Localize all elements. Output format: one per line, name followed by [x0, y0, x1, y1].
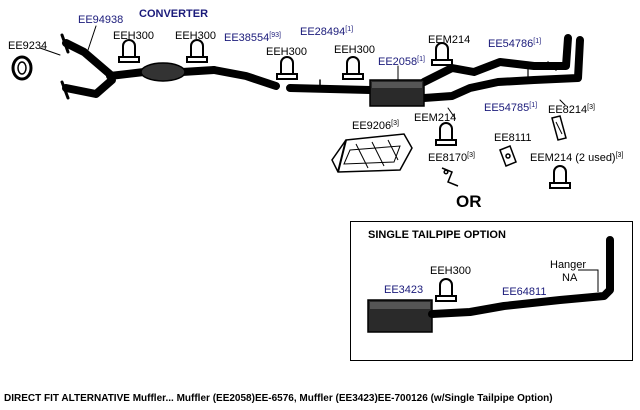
front-pipe-label: EE28494[1] — [300, 26, 354, 38]
hanger-clip-label: EE8170[3] — [428, 152, 475, 164]
caption: DIRECT FIT ALTERNATIVE Muffler... Muffle… — [4, 393, 553, 404]
pipe-from-converter — [178, 66, 218, 76]
single-tailpipe-option-box — [350, 221, 633, 361]
muffler-part — [369, 79, 425, 107]
upper-tailpipe-label: EE54786[1] — [488, 38, 542, 50]
clamp-label: EEH300 — [113, 30, 154, 42]
single-tailpipe-assembly — [367, 236, 614, 333]
hanger-label: Hanger — [550, 259, 587, 271]
pipe-to-converter — [106, 68, 148, 80]
clamp-label: EEH300 — [175, 30, 216, 42]
heat-shield-part — [331, 133, 413, 173]
clamp-icon — [342, 56, 364, 80]
lower-tailpipe-label: EE54785[1] — [484, 102, 538, 114]
clamp-parts — [118, 39, 571, 302]
y-pipe-part — [60, 33, 116, 100]
flange-gasket-part — [11, 55, 33, 81]
hanger-bracket-part — [499, 145, 517, 167]
hanger-bracket-label: EE8111 — [494, 132, 532, 144]
flange-label: EE9234 — [8, 40, 48, 52]
single-muffler-label: EE3423 — [384, 284, 424, 296]
or-separator: OR — [456, 192, 482, 211]
catalytic-converter-part — [140, 62, 186, 82]
hanger-part — [551, 115, 567, 141]
converter-label: CONVERTER — [139, 8, 209, 20]
clamp-icon — [435, 122, 457, 146]
clamp-label: EEH300 — [266, 46, 307, 58]
option-title: SINGLE TAILPIPE OPTION — [368, 229, 506, 241]
muffler-label: EE2058[1] — [378, 56, 425, 68]
clamp-label: EEM214 (2 used)[3] — [530, 152, 624, 164]
clamp-icon — [276, 56, 298, 80]
clamp-label: EEH300 — [430, 265, 471, 277]
hanger-label: EE8214[3] — [548, 104, 595, 116]
y-pipe-label: EE94938 — [78, 14, 124, 26]
intermediate-pipe-label: EE38554[93] — [224, 32, 281, 44]
upper-tailpipe-part — [420, 34, 572, 86]
clamp-label: EEH300 — [334, 44, 375, 56]
heat-shield-label: EE9206[3] — [352, 120, 399, 132]
hanger-clip-part — [441, 167, 459, 187]
clamp-label: EEM214 — [428, 34, 471, 46]
clamp-label: EEM214 — [414, 112, 457, 124]
front-pipe-part — [286, 84, 374, 94]
clamp-icon — [186, 39, 208, 63]
lower-tailpipe-part — [420, 36, 584, 102]
intermediate-pipe-part — [210, 66, 280, 90]
clamp-icon — [549, 165, 571, 189]
clamp-icon — [435, 278, 457, 302]
clamp-icon — [431, 42, 453, 66]
single-tailpipe-label: EE64811 — [502, 286, 547, 298]
clamp-icon — [118, 39, 140, 63]
hanger-na-label: NA — [562, 272, 578, 284]
